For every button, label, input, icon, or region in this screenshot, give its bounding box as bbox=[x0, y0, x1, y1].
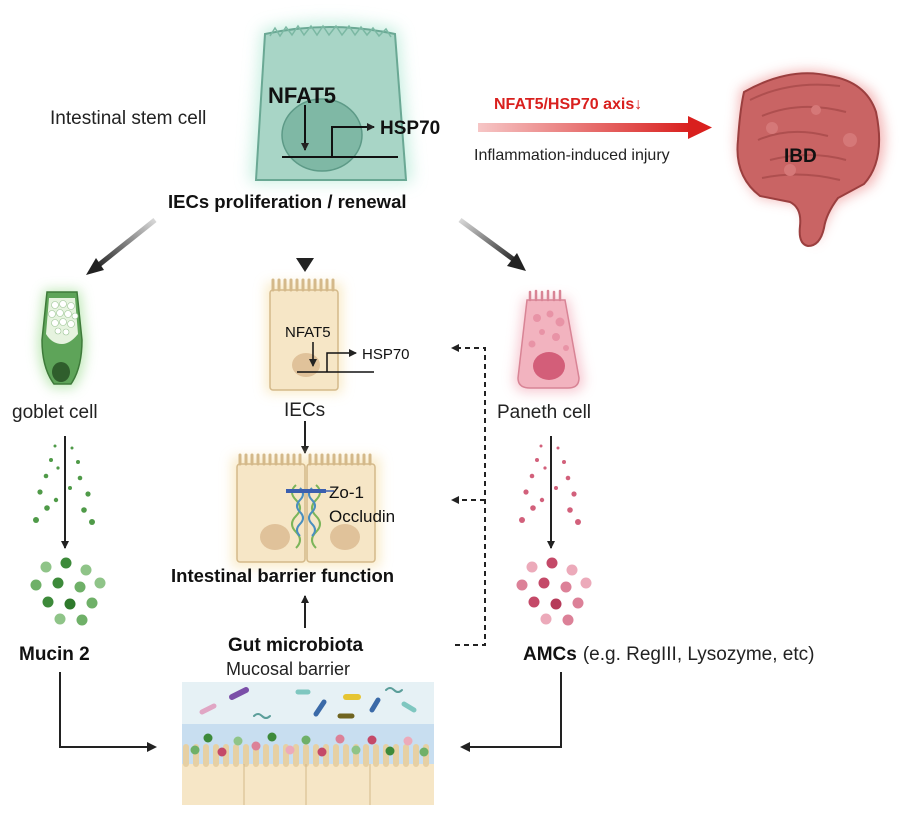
amc-label-bold: AMCs bbox=[523, 644, 577, 665]
ibd-axis-label: NFAT5/HSP70 axis↓ bbox=[494, 96, 642, 113]
colon-icon bbox=[736, 70, 885, 248]
proliferation-label: IECs proliferation / renewal bbox=[168, 191, 407, 212]
zo1-label: Zo-1 bbox=[329, 483, 364, 502]
iec-cell-icon bbox=[266, 278, 342, 393]
barrier-label: Intestinal barrier function bbox=[171, 565, 394, 586]
paneth-secretion-dots bbox=[519, 444, 581, 525]
stem-gene-diagram bbox=[282, 105, 398, 158]
amc-granules bbox=[516, 557, 592, 626]
feedback-dashed-arrows bbox=[451, 344, 486, 646]
bacteria-icons bbox=[199, 687, 417, 719]
iec-label: IECs bbox=[284, 400, 325, 421]
mucin-granules bbox=[30, 557, 106, 626]
stem-cell-icon bbox=[250, 22, 412, 182]
mucus-granules bbox=[190, 732, 429, 757]
iec-gene-diagram bbox=[297, 342, 374, 373]
ibd-injury-label: Inflammation-induced injury bbox=[474, 147, 670, 164]
occludin-label: Occludin bbox=[329, 507, 395, 526]
iec-nfat5-label: NFAT5 bbox=[285, 324, 331, 341]
goblet-secretion-dots bbox=[33, 444, 95, 525]
stem-cell-label: Intestinal stem cell bbox=[50, 108, 206, 129]
stem-nfat5-label: NFAT5 bbox=[268, 83, 336, 108]
microbiota-subtitle: Mucosal barrier bbox=[226, 659, 350, 679]
microbiota-title: Gut microbiota bbox=[228, 635, 364, 656]
diverge-arrows bbox=[86, 217, 526, 275]
paneth-cell-icon bbox=[514, 289, 584, 392]
goblet-cell-icon bbox=[38, 290, 86, 388]
mucin-label: Mucin 2 bbox=[19, 644, 90, 665]
ibd-label: IBD bbox=[784, 146, 817, 167]
paneth-cell-label: Paneth cell bbox=[497, 402, 591, 423]
amc-label-rest: (e.g. RegIII, Lysozyme, etc) bbox=[583, 644, 815, 665]
iec-hsp70-label: HSP70 bbox=[362, 346, 410, 363]
ibd-arrow bbox=[478, 116, 712, 139]
goblet-cell-label: goblet cell bbox=[12, 402, 98, 423]
flow-arrows bbox=[59, 421, 562, 752]
mucosal-barrier-panel bbox=[182, 682, 434, 805]
barrier-cells-icon bbox=[232, 453, 380, 567]
amc-label: AMCs (e.g. RegIII, Lysozyme, etc) bbox=[523, 644, 814, 665]
stem-hsp70-label: HSP70 bbox=[380, 118, 440, 139]
tight-junction-icon bbox=[286, 484, 334, 549]
